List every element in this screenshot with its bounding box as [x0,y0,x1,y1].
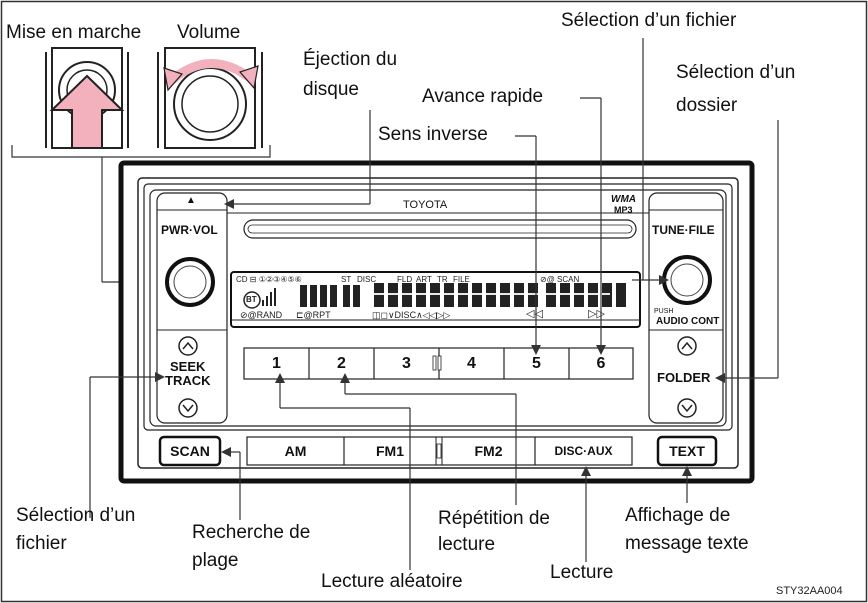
seek-label: SEEK [170,359,206,374]
disc-aux-button[interactable]: DISC·AUX [554,444,613,458]
label-lecture: Lecture [550,562,614,583]
track-label: TRACK [165,373,211,388]
brand-label: TOYOTA [403,199,448,211]
label-sens-inverse: Sens inverse [378,124,488,145]
preset-5-button[interactable]: 5 [532,355,541,372]
label-affichage-line2: message texte [625,533,749,554]
tune-file-label: TUNE·FILE [652,223,715,237]
label-selection-dossier-line2: dossier [676,95,738,116]
lcd-file: FILE [453,275,470,284]
volume-knob-illustration [157,47,263,149]
lcd-rew: ◁◁ [526,308,543,320]
label-selection-fichier-left-line2: fichier [16,533,67,554]
lcd-bt: BT [246,295,257,304]
label-affichage-line1: Affichage de [625,505,731,526]
label-mise-en-marche: Mise en marche [6,22,142,43]
lcd-rpt: ⊏@RPT [296,310,331,320]
am-button[interactable]: AM [284,443,307,459]
scan-button [158,435,222,467]
label-selection-fichier-top: Sélection d’un fichier [561,10,737,31]
lcd-art: ART [416,275,432,284]
fm2-button[interactable]: FM2 [474,443,503,459]
seek-up-button [178,336,198,356]
lcd-top-row: CD ⊟ ①②③④⑤⑥ [236,275,302,284]
text-button [656,435,718,467]
preset-2-button[interactable]: 2 [337,355,346,372]
label-repetition-line1: Répétition de [438,508,550,529]
label-ejection-line1: Éjection du [303,49,398,70]
label-repetition-line2: lecture [438,534,496,555]
label-avance-rapide: Avance rapide [422,86,544,107]
seek-down-button [178,398,198,418]
wma-logo: WMA [611,194,636,205]
pwr-vol-label: PWR·VOL [161,223,218,237]
push-label: PUSH [654,308,674,315]
label-recherche-line1: Recherche de [192,522,311,543]
power-knob-illustration [45,47,129,149]
label-selection-dossier-line1: Sélection d’un [676,62,796,83]
preset-4-button[interactable]: 4 [467,355,476,372]
label-volume: Volume [177,22,241,43]
lcd-fld: FLD [397,275,413,284]
folder-label: FOLDER [657,370,711,385]
label-ejection-line2: disque [303,79,359,100]
lcd-st: ST [341,275,352,284]
lcd-disc-nav: ◫◻∨DISC∧◁◁▷▷ [372,310,451,320]
audio-cont-label: AUDIO CONT [656,316,720,327]
label-selection-fichier-left-line1: Sélection d’un [16,505,136,526]
folder-up-button [677,336,697,356]
label-recherche-line2: plage [192,550,239,571]
folder-down-button [677,398,697,418]
fm1-button[interactable]: FM1 [376,443,404,459]
lcd-rand: ⊘@RAND [240,310,283,320]
lcd-ff: ▷▷ [588,308,605,320]
label-lecture-aleatoire: Lecture aléatoire [321,571,463,592]
lcd-tr: TR [437,275,448,284]
preset-3-button[interactable]: 3 [402,355,411,372]
lcd-scan: ⊘@ SCAN [540,275,580,284]
mp3-logo: MP3 [614,205,633,215]
figure-code: STY32AA004 [776,585,843,597]
preset-1-button[interactable]: 1 [272,355,281,372]
lcd-disc: DISC [357,275,377,284]
scan-button-label[interactable]: SCAN [170,443,210,459]
text-button-label[interactable]: TEXT [669,443,705,459]
eject-icon: ▲ [186,195,196,206]
preset-6-button[interactable]: 6 [596,355,606,372]
